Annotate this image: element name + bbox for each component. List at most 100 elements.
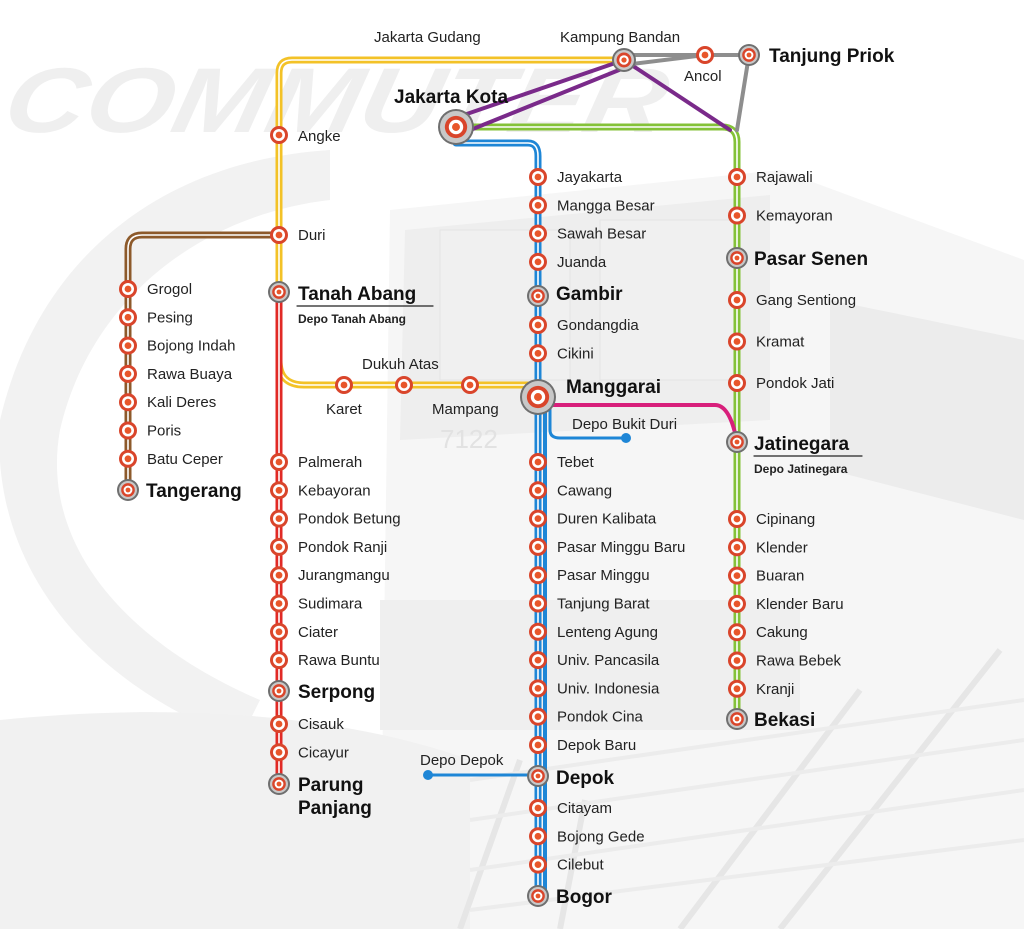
station-depok-baru[interactable]: [529, 736, 547, 754]
station-cakung[interactable]: [728, 623, 746, 642]
station-ciater[interactable]: [270, 622, 288, 641]
station-label: Depok Baru: [557, 737, 636, 754]
interchange-parung-panjang[interactable]: [268, 773, 290, 795]
station-label: Pesing: [147, 309, 193, 326]
label-dukuh-atas: Dukuh Atas: [362, 356, 439, 373]
station-palmerah[interactable]: [270, 453, 288, 471]
station-cikini[interactable]: [529, 344, 547, 363]
station-cipinang[interactable]: [728, 510, 746, 528]
station-pondok-jati[interactable]: [728, 374, 746, 392]
station-cicayur[interactable]: [270, 743, 288, 762]
interchange-tanjung-priok[interactable]: [738, 44, 760, 66]
station-label: Kebayoran: [298, 482, 371, 499]
station-sawah-besar[interactable]: [529, 224, 547, 243]
station-label: Rajawali: [756, 169, 813, 186]
label-depo-depok: Depo Depok: [420, 752, 504, 769]
label-angke: Angke: [298, 128, 341, 145]
label-pasar-senen: Pasar Senen: [754, 249, 868, 270]
station-rawa-buaya[interactable]: [119, 364, 137, 383]
station-label: Cikini: [557, 345, 594, 362]
label-bogor: Bogor: [556, 887, 613, 908]
station-pasar-minggu-baru[interactable]: [529, 537, 547, 556]
station-gondangdia[interactable]: [529, 316, 547, 334]
station-label: Pondok Ranji: [298, 539, 387, 556]
station-tebet[interactable]: [529, 453, 547, 471]
station-kranji[interactable]: [728, 679, 746, 698]
label-depo-bukit-duri: Depo Bukit Duri: [572, 416, 677, 433]
station-batu-ceper[interactable]: [119, 449, 137, 468]
station-citayam[interactable]: [529, 799, 547, 817]
station-cilebut[interactable]: [529, 855, 547, 874]
station-label: Gondangdia: [557, 317, 639, 334]
station-pasar-minggu[interactable]: [529, 566, 547, 585]
station-label: Bojong Gede: [557, 828, 645, 845]
interchange-manggarai[interactable]: [520, 379, 556, 415]
station-label: Jurangmangu: [298, 567, 390, 584]
station-bojong-indah[interactable]: [119, 336, 137, 355]
interchange-pasar-senen[interactable]: [726, 247, 748, 269]
station-bojong-gede[interactable]: [529, 827, 547, 846]
station-label: Sawah Besar: [557, 226, 646, 243]
interchange-jakarta-kota[interactable]: [438, 109, 474, 145]
station-duren-kalibata[interactable]: [529, 509, 547, 528]
station-poris[interactable]: [119, 421, 137, 440]
station-grogol[interactable]: [119, 280, 137, 298]
interchange-serpong[interactable]: [268, 680, 290, 702]
station-label: Cicayur: [298, 744, 349, 761]
station-kebayoran[interactable]: [270, 481, 288, 500]
station-kramat[interactable]: [728, 332, 746, 351]
interchange-depok[interactable]: [527, 765, 549, 787]
station-tanjung-barat[interactable]: [529, 594, 547, 613]
station-label: Rawa Buaya: [147, 366, 233, 383]
station-label: Cilebut: [557, 857, 605, 874]
station-label: Rawa Bebek: [756, 653, 842, 670]
station-kali-deres[interactable]: [119, 393, 137, 412]
interchange-tangerang[interactable]: [117, 479, 139, 501]
station-label: Klender: [756, 539, 808, 556]
station-label: Tanjung Barat: [557, 596, 650, 613]
station-angke[interactable]: [270, 126, 288, 144]
station-rawa-buntu[interactable]: [270, 651, 288, 670]
station-mangga-besar[interactable]: [529, 196, 547, 215]
interchange-bogor[interactable]: [527, 885, 549, 907]
station-duri[interactable]: [270, 226, 288, 244]
station-lenteng-agung[interactable]: [529, 622, 547, 641]
station-label: Cisauk: [298, 716, 344, 733]
station-rajawali[interactable]: [728, 168, 746, 186]
station-label: Pondok Cina: [557, 709, 644, 726]
station-pondok-cina[interactable]: [529, 707, 547, 726]
station-klender[interactable]: [728, 538, 746, 557]
station-rawa-bebek[interactable]: [728, 651, 746, 670]
station-kemayoran[interactable]: [728, 206, 746, 225]
station-jayakarta[interactable]: [529, 168, 547, 186]
interchange-kampung-bandan[interactable]: [612, 48, 636, 72]
station-jurangmangu[interactable]: [270, 566, 288, 585]
station-karet[interactable]: [335, 376, 353, 394]
label-mampang: Mampang: [432, 401, 499, 418]
station-buaran[interactable]: [728, 566, 746, 585]
watermark-text: COMMUTER: [0, 49, 678, 152]
station-univ-pancasila[interactable]: [529, 651, 547, 670]
depo-bukit-duri-dot: [621, 433, 631, 443]
station-cisauk[interactable]: [270, 715, 288, 733]
interchange-bekasi[interactable]: [726, 708, 748, 730]
station-sudimara[interactable]: [270, 594, 288, 613]
interchange-tanah-abang[interactable]: [268, 281, 290, 303]
station-dukuh-atas[interactable]: [395, 376, 413, 394]
interchange-gambir[interactable]: [527, 285, 549, 307]
station-pondok-betung[interactable]: [270, 509, 288, 528]
station-pesing[interactable]: [119, 308, 137, 327]
station-label: Pondok Betung: [298, 511, 401, 528]
station-klender-baru[interactable]: [728, 594, 746, 613]
station-mampang[interactable]: [461, 376, 479, 394]
station-univ-indonesia[interactable]: [529, 679, 547, 698]
station-label: Klender Baru: [756, 596, 844, 613]
interchange-jatinegara[interactable]: [726, 431, 748, 453]
label-panjang: Panjang: [298, 798, 372, 819]
station-label: Lenteng Agung: [557, 624, 658, 641]
station-ancol[interactable]: [696, 46, 714, 64]
station-gang-sentiong[interactable]: [728, 291, 746, 309]
station-cawang[interactable]: [529, 481, 547, 500]
station-juanda[interactable]: [529, 252, 547, 271]
station-pondok-ranji[interactable]: [270, 537, 288, 556]
